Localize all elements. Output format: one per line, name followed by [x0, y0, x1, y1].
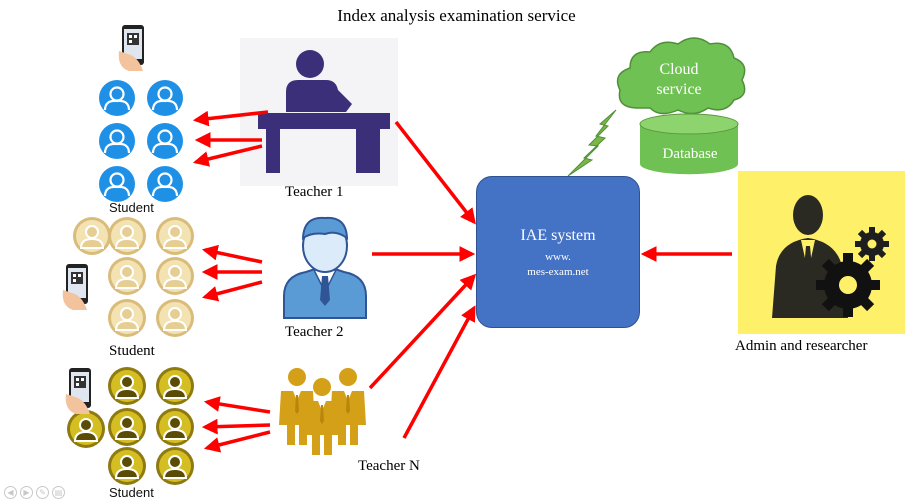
arrow-t2-s2-a — [201, 244, 263, 264]
teacher-to-student-arrows — [192, 110, 271, 453]
arrow-t1-s1-a — [192, 110, 269, 127]
arrow-tn1-iae — [368, 273, 477, 390]
menu-icon[interactable]: ▤ — [52, 486, 65, 499]
cloud-label-line-1: Cloud — [659, 61, 699, 78]
teacher-2-label: Teacher 2 — [285, 324, 344, 340]
iae-system-title: IAE system — [520, 227, 596, 244]
arrow-tn-s3-b — [201, 418, 271, 435]
next-slide-icon[interactable]: ▶ — [20, 486, 33, 499]
iae-system-url: mes-exam.net — [527, 266, 589, 278]
cloud-service-icon — [616, 37, 746, 115]
student-group-1-label: Student — [109, 200, 154, 215]
database-icon — [639, 113, 739, 175]
iae-system-box: IAE system www. mes-exam.net — [476, 176, 640, 328]
lightning-icon — [567, 109, 617, 177]
teacher-1-icon — [240, 38, 398, 186]
slide-toolbar[interactable]: ◀▶✎▤ — [4, 482, 68, 500]
system-arrows — [368, 120, 732, 439]
admin-icon — [738, 171, 905, 334]
arrow-tn-s3-c — [203, 430, 271, 453]
student-group-3-label: Student — [109, 485, 154, 500]
iae-system-www: www. — [545, 251, 571, 263]
student-group-2-label: Student — [109, 343, 155, 359]
arrow-t1-s1-c — [192, 144, 263, 167]
diagram-title: Index analysis examination service — [337, 6, 576, 25]
teacher-2-icon — [283, 216, 367, 319]
prev-slide-icon[interactable]: ◀ — [4, 486, 17, 499]
teacher-1-label: Teacher 1 — [285, 184, 344, 200]
cloud-service-label: Cloud service — [624, 60, 734, 100]
student-group-1 — [95, 25, 187, 206]
student-group-3 — [65, 366, 195, 486]
arrow-t2-s2-c — [201, 280, 263, 302]
student-group-2 — [62, 216, 195, 338]
database-label: Database — [662, 146, 718, 162]
pen-icon[interactable]: ✎ — [36, 486, 49, 499]
arrow-t1-iae — [394, 120, 476, 225]
cloud-label-line-2: service — [656, 81, 702, 98]
arrow-tn2-iae — [402, 305, 476, 439]
admin-label: Admin and researcher — [735, 338, 868, 354]
arrow-tn-s3-a — [203, 396, 271, 414]
teacher-n-label: Teacher N — [358, 458, 420, 474]
teacher-n-icon — [279, 368, 366, 455]
